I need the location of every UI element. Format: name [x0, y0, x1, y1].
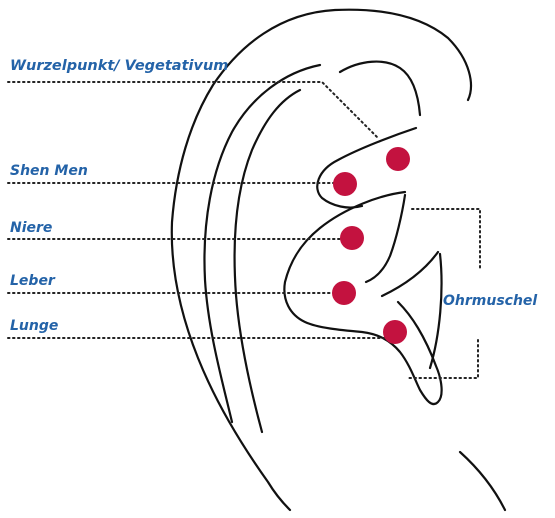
- label-shen-men: Shen Men: [10, 163, 88, 179]
- ear-outer-helix: [172, 10, 471, 510]
- point-leber: [332, 281, 356, 305]
- ohrmuschel-bracket-bottom: [408, 340, 478, 378]
- ear-tragus: [382, 252, 438, 296]
- ear-antitragus: [430, 254, 442, 368]
- point-shen-men: [333, 172, 357, 196]
- label-wurzelpunkt-vegetativum: Wurzelpunkt/ Vegetativum: [10, 58, 228, 74]
- point-lunge: [383, 320, 407, 344]
- ear-lobe: [460, 452, 505, 510]
- point-niere: [340, 226, 364, 250]
- label-leber: Leber: [10, 273, 55, 289]
- ear-upper-concha: [340, 62, 420, 115]
- label-lunge: Lunge: [10, 318, 58, 334]
- ear-antihelix: [204, 65, 320, 422]
- label-niere: Niere: [10, 220, 52, 236]
- point-wurzelpunkt: [386, 147, 410, 171]
- ohrmuschel-bracket-top: [412, 209, 480, 268]
- ear-concha: [284, 192, 441, 404]
- ear-inner-fold: [235, 90, 300, 432]
- leader-wurzelpunkt: [8, 82, 378, 138]
- label-ohrmuschel: Ohrmuschel: [443, 293, 537, 309]
- ear-concha-inner: [366, 195, 405, 282]
